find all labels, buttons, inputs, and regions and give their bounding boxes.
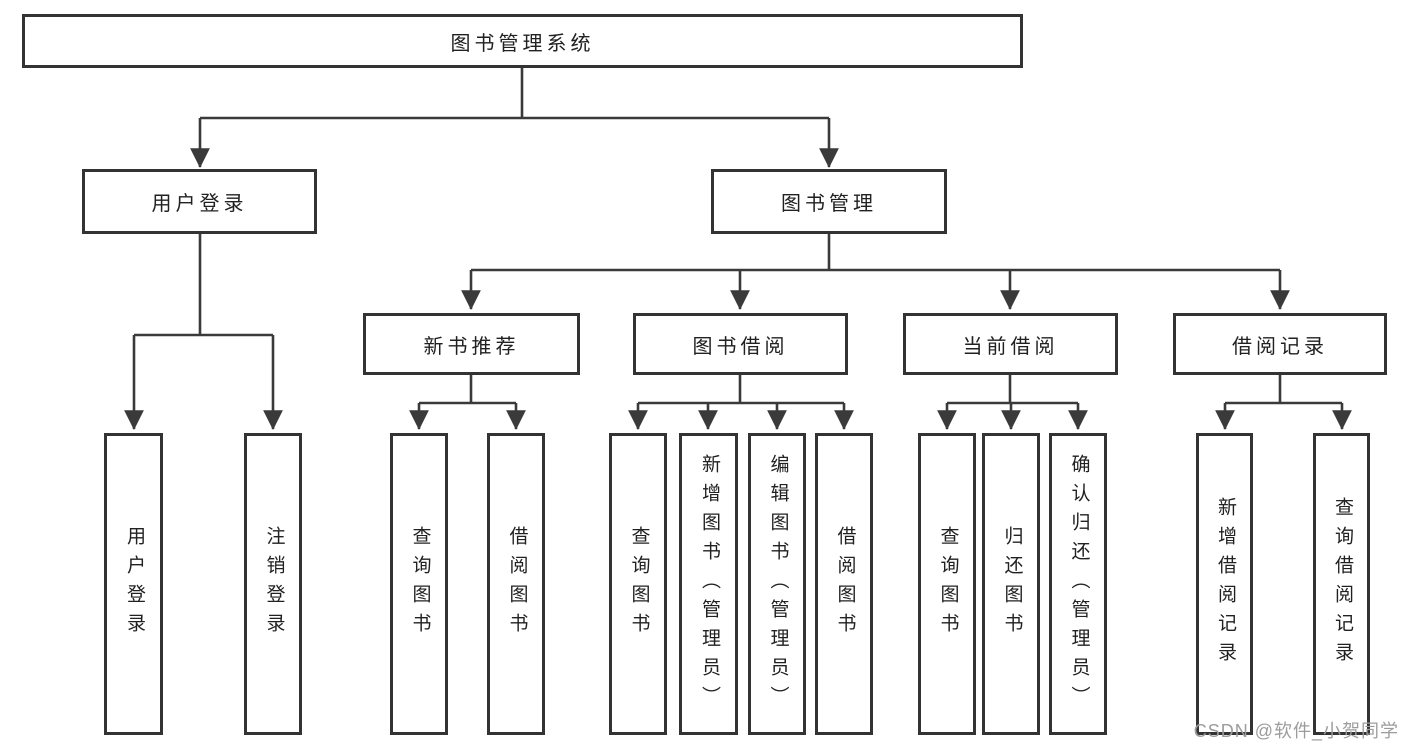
leaf-logout-label: 注销登录 bbox=[263, 526, 285, 642]
node-book-mgmt-label: 图书管理 bbox=[781, 193, 877, 215]
leaf-query-book-1-label: 查询图书 bbox=[409, 526, 431, 642]
node-root-label: 图书管理系统 bbox=[450, 32, 595, 55]
node-user-login-branch: 用户登录 bbox=[82, 169, 317, 234]
leaf-return-book: 归还图书 bbox=[982, 433, 1040, 735]
leaf-borrow-book-2: 借阅图书 bbox=[815, 433, 873, 735]
node-book-borrow-label: 图书借阅 bbox=[692, 335, 789, 358]
leaf-query-borrow-record-label: 查询借阅记录 bbox=[1331, 497, 1353, 671]
leaf-return-book-label: 归还图书 bbox=[1001, 526, 1023, 642]
leaf-query-book-3-label: 查询图书 bbox=[937, 526, 959, 642]
leaf-query-book-1: 查询图书 bbox=[390, 433, 448, 735]
leaf-edit-book-admin-label: 编辑图书（管理员） bbox=[767, 453, 789, 715]
node-new-book-recommend: 新书推荐 bbox=[363, 313, 580, 375]
node-current-borrow: 当前借阅 bbox=[903, 313, 1118, 375]
watermark-text: CSDN @软件_小贺同学 bbox=[1193, 721, 1399, 741]
leaf-add-borrow-record: 新增借阅记录 bbox=[1196, 433, 1253, 735]
leaf-confirm-return-admin-label: 确认归还（管理员） bbox=[1068, 453, 1090, 715]
leaf-add-book-admin: 新增图书（管理员） bbox=[679, 433, 738, 735]
leaf-user-login-label: 用户登录 bbox=[123, 526, 145, 642]
leaf-borrow-book-1: 借阅图书 bbox=[487, 433, 545, 735]
node-borrow-records-label: 借阅记录 bbox=[1232, 335, 1328, 358]
node-current-borrow-label: 当前借阅 bbox=[962, 335, 1059, 358]
leaf-query-borrow-record: 查询借阅记录 bbox=[1313, 433, 1370, 735]
leaf-add-borrow-record-label: 新增借阅记录 bbox=[1214, 497, 1236, 671]
leaf-query-book-3: 查询图书 bbox=[918, 433, 976, 735]
leaf-add-book-admin-label: 新增图书（管理员） bbox=[698, 453, 720, 715]
leaf-query-book-2-label: 查询图书 bbox=[628, 526, 650, 642]
node-new-book-recommend-label: 新书推荐 bbox=[423, 335, 520, 358]
leaf-borrow-book-2-label: 借阅图书 bbox=[834, 526, 856, 642]
node-book-borrow: 图书借阅 bbox=[633, 313, 848, 375]
leaf-borrow-book-1-label: 借阅图书 bbox=[506, 526, 528, 642]
leaf-edit-book-admin: 编辑图书（管理员） bbox=[748, 433, 806, 735]
node-root: 图书管理系统 bbox=[22, 14, 1023, 68]
leaf-confirm-return-admin: 确认归还（管理员） bbox=[1049, 433, 1107, 735]
node-user-login-branch-label: 用户登录 bbox=[151, 193, 248, 215]
leaf-user-login: 用户登录 bbox=[104, 433, 163, 735]
node-book-mgmt: 图书管理 bbox=[711, 169, 947, 234]
node-borrow-records: 借阅记录 bbox=[1173, 313, 1387, 375]
leaf-logout: 注销登录 bbox=[244, 433, 302, 735]
leaf-query-book-2: 查询图书 bbox=[609, 433, 667, 735]
connector-segments bbox=[124, 68, 1352, 430]
